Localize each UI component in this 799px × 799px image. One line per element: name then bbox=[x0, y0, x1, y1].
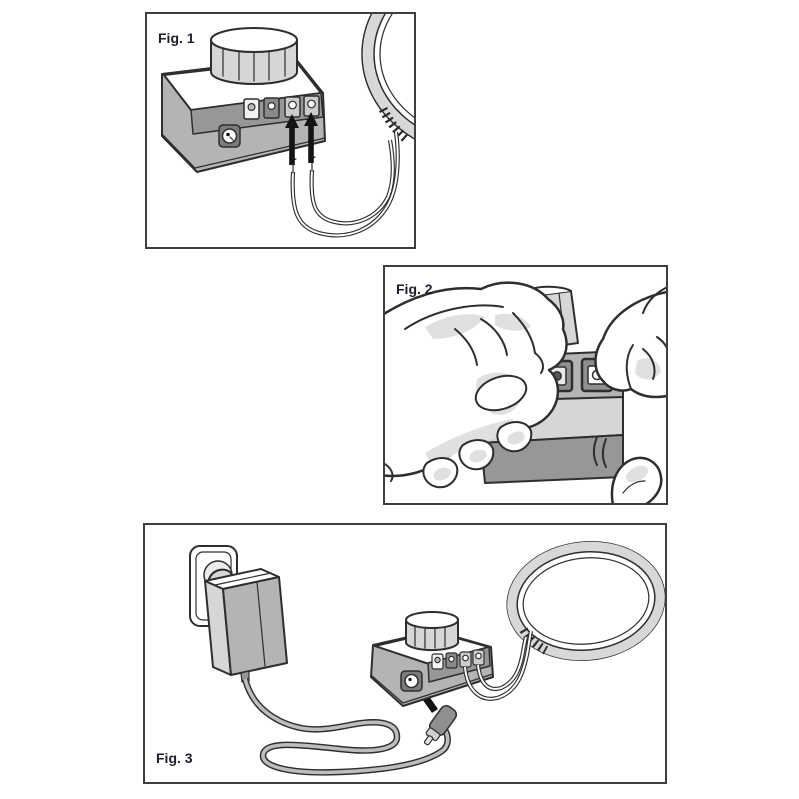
figure-label: Fig. 3 bbox=[156, 750, 193, 766]
terminal-track-2 bbox=[472, 649, 485, 666]
figure-2-panel: Fig. 2 bbox=[383, 265, 668, 505]
terminal-dark bbox=[263, 97, 280, 119]
thumb bbox=[610, 456, 663, 503]
right-hand bbox=[593, 286, 666, 503]
control-knob bbox=[405, 611, 460, 652]
figure-3-panel: Fig. 3 bbox=[143, 523, 667, 784]
thumbnail bbox=[474, 374, 528, 412]
track-oval bbox=[506, 540, 665, 662]
power-adapter bbox=[204, 568, 288, 683]
terminal-track-1 bbox=[459, 651, 472, 668]
figure-2-illustration bbox=[385, 281, 666, 503]
terminal-track-2 bbox=[303, 95, 320, 117]
control-knob bbox=[210, 27, 298, 85]
track-terminal-section bbox=[378, 106, 410, 143]
terminal-track-1 bbox=[284, 96, 301, 118]
connecting-wires bbox=[289, 131, 400, 238]
figure-label: Fig. 1 bbox=[158, 30, 195, 46]
terminal-white bbox=[243, 98, 260, 120]
speed-controller bbox=[370, 611, 494, 707]
arrow-icon bbox=[285, 114, 299, 165]
speed-controller bbox=[161, 27, 326, 173]
track-circle bbox=[361, 14, 414, 143]
arrow-icon bbox=[304, 112, 318, 163]
terminal-dark bbox=[445, 652, 458, 669]
figure-1-illustration bbox=[161, 14, 414, 238]
terminal-white bbox=[431, 653, 444, 670]
left-hand bbox=[385, 281, 568, 489]
figure-label: Fig. 2 bbox=[396, 281, 433, 297]
power-cord bbox=[241, 678, 451, 776]
connecting-wires bbox=[462, 630, 534, 701]
figure-3-illustration bbox=[189, 540, 665, 776]
dc-plug bbox=[423, 704, 458, 746]
dc-power-jack bbox=[400, 670, 423, 692]
dc-power-jack bbox=[218, 124, 241, 148]
track-terminal-section bbox=[519, 627, 549, 655]
curled-fingers bbox=[422, 419, 533, 489]
figure-1-panel: Fig. 1 bbox=[145, 12, 416, 249]
